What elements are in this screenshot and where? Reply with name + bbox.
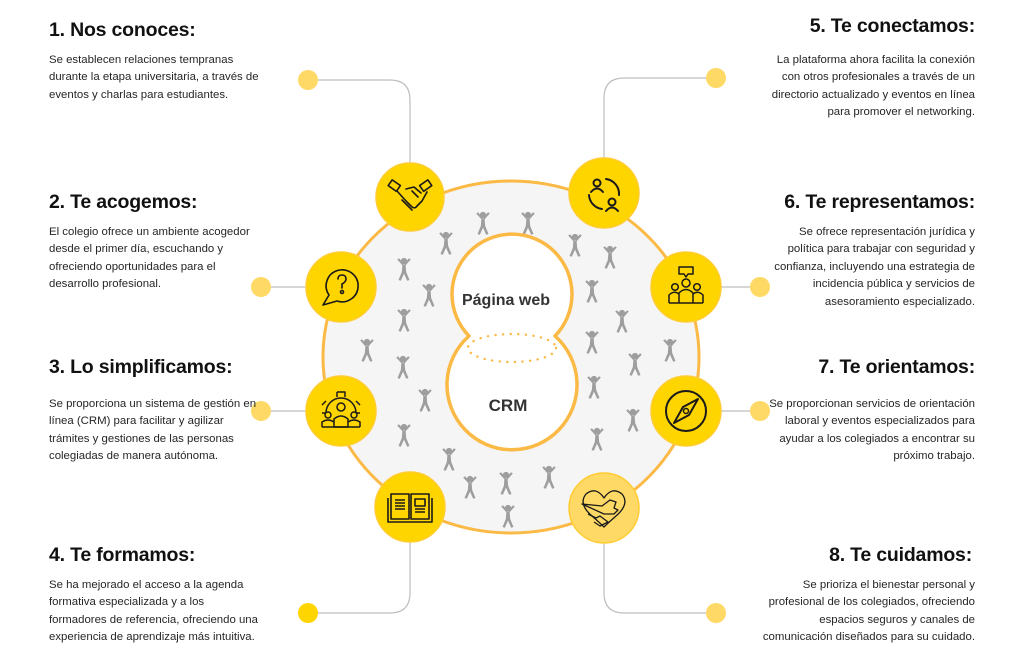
step-8-title: 8. Te cuidamos:	[829, 544, 972, 566]
group-speaker-icon	[668, 266, 704, 304]
web-crm-figure-eight	[445, 232, 579, 452]
step-8-block: 8. Te cuidamos: Se prioriza el bienestar…	[757, 544, 975, 647]
step-8-text: Se prioriza el bienestar personal y prof…	[762, 579, 975, 644]
dot-4	[298, 603, 318, 623]
dot-6	[750, 277, 770, 297]
step-2-text: El colegio ofrece un ambiente acogedor d…	[49, 226, 250, 291]
step-5-title: 5. Te conectamos:	[809, 15, 975, 37]
handshake-icon	[387, 179, 433, 211]
question-bubble-icon	[322, 269, 359, 306]
step-3-block: 3. Lo simplificamos: Se proporciona un s…	[49, 356, 264, 466]
dot-3	[251, 401, 271, 421]
connector-8	[603, 540, 716, 614]
step-3-title: 3. Lo simplificamos:	[49, 356, 233, 378]
connector-dots	[251, 68, 770, 623]
step-4-title: 4. Te formamos:	[49, 544, 196, 566]
step-5-block: 5. Te conectamos: La plataforma ahora fa…	[760, 15, 975, 122]
people-exchange-icon	[588, 178, 621, 212]
connector-4	[308, 540, 411, 614]
step-icon-8[interactable]	[568, 472, 640, 544]
step-icon-7[interactable]	[650, 375, 722, 447]
step-3-text: Se proporciona un sistema de gestión en …	[49, 398, 257, 463]
step-1-text: Se establecen relaciones tempranas duran…	[49, 54, 259, 101]
step-icon-6[interactable]	[650, 251, 722, 323]
step-icon-3[interactable]	[305, 375, 377, 447]
heart-hug-icon	[581, 490, 626, 528]
step-7-block: 7. Te orientamos: Se proporcionan servic…	[760, 356, 975, 466]
dot-2	[251, 277, 271, 297]
step-7-text: Se proporcionan servicios de orientación…	[769, 398, 975, 463]
step-icon-4[interactable]	[374, 471, 446, 543]
step-icon-2[interactable]	[305, 251, 377, 323]
connector-5	[603, 77, 716, 164]
crm-label: CRM	[489, 396, 528, 415]
compass-icon	[665, 390, 707, 432]
step-2-block: 2. Te acogemos: El colegio ofrece un amb…	[49, 191, 264, 294]
step-4-block: 4. Te formamos: Se ha mejorado el acceso…	[49, 544, 264, 647]
step-1-block: 1. Nos conoces: Se establecen relaciones…	[49, 19, 264, 104]
step-6-text: Se ofrece representación jurídica y polí…	[774, 226, 975, 308]
overlap-dotted-ellipse	[466, 332, 558, 364]
dot-8	[706, 603, 726, 623]
step-6-block: 6. Te representamos: Se ofrece represent…	[760, 191, 975, 311]
web-page-label: Página web	[462, 292, 550, 309]
step-icon-5[interactable]	[568, 157, 640, 229]
step-7-title: 7. Te orientamos:	[818, 356, 975, 378]
step-4-text: Se ha mejorado el acceso a la agenda for…	[49, 579, 258, 644]
center-shape: Página web CRM	[445, 232, 579, 452]
connector-1	[308, 79, 411, 168]
open-book-icon	[387, 493, 433, 523]
dot-1	[298, 70, 318, 90]
step-icon-1[interactable]	[375, 162, 445, 232]
dot-5	[706, 68, 726, 88]
dot-7	[750, 401, 770, 421]
step-5-text: La plataforma ahora facilita la conexión…	[771, 54, 975, 119]
step-2-title: 2. Te acogemos:	[49, 191, 198, 213]
gear-team-icon	[321, 391, 361, 428]
step-6-title: 6. Te representamos:	[784, 191, 975, 213]
step-1-title: 1. Nos conoces:	[49, 19, 196, 41]
